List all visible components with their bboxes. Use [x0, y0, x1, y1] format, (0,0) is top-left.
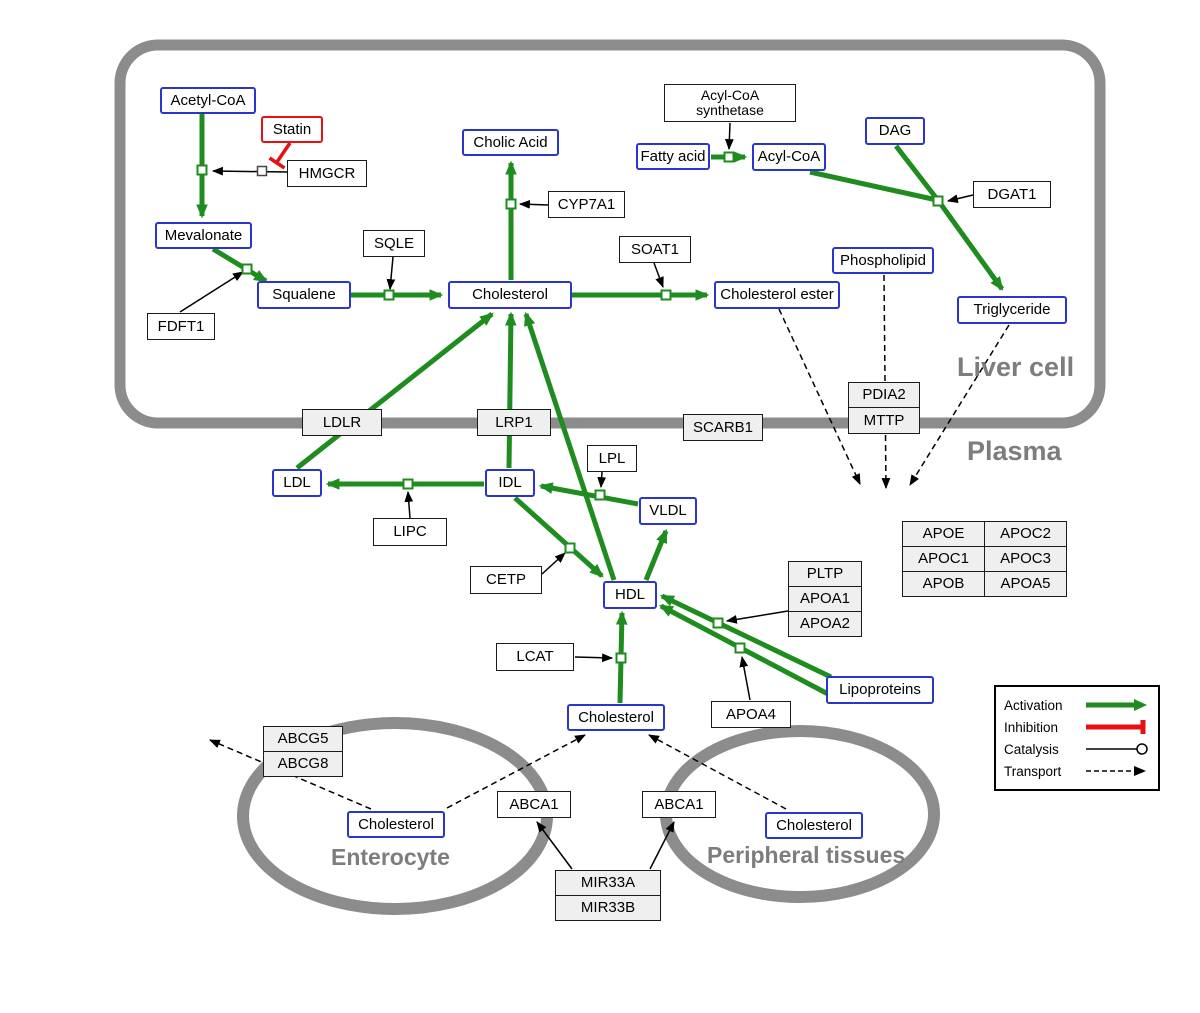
node-idl[interactable]: IDL — [485, 469, 535, 497]
activation-arrow-icon — [1086, 699, 1147, 711]
node-pltp[interactable]: PLTP — [788, 561, 862, 587]
legend-row-inhibition: Inhibition — [1004, 719, 1150, 735]
apo-table-cell-apoa5[interactable]: APOA5 — [984, 571, 1067, 597]
node-dag[interactable]: DAG — [865, 117, 925, 145]
node-cholesterol-enterocyte[interactable]: Cholesterol — [347, 811, 445, 838]
legend-inhibition-label: Inhibition — [1004, 719, 1059, 735]
node-pdia2[interactable]: PDIA2 — [848, 382, 920, 408]
liver-cell-label: Liver cell — [957, 352, 1075, 382]
regulation-edges — [536, 821, 675, 870]
node-cholesterol-peripheral[interactable]: Cholesterol — [765, 812, 863, 839]
inhibition-tbar-icon — [1086, 720, 1146, 734]
node-dgat1[interactable]: DGAT1 — [973, 181, 1051, 208]
node-fdft1[interactable]: FDFT1 — [147, 313, 215, 340]
node-fatty-acid[interactable]: Fatty acid — [636, 143, 710, 170]
apo-table-cell-apoc3[interactable]: APOC3 — [984, 546, 1067, 572]
statin-binding-anchor — [256, 165, 268, 177]
catalysis-edges — [179, 122, 974, 701]
acyl-coa-synthetase-label: Acyl-CoA synthetase — [696, 87, 764, 118]
node-phospholipid[interactable]: Phospholipid — [832, 247, 934, 274]
node-lrp1[interactable]: LRP1 — [477, 409, 551, 436]
node-abca1-left[interactable]: ABCA1 — [497, 791, 571, 818]
node-ldl[interactable]: LDL — [272, 469, 322, 497]
legend-catalysis-label: Catalysis — [1004, 741, 1059, 757]
node-acyl-coa-synthetase[interactable]: Acyl-CoA synthetase — [664, 84, 796, 122]
node-mevalonate[interactable]: Mevalonate — [155, 222, 252, 249]
node-apoa4[interactable]: APOA4 — [711, 701, 791, 728]
apo-table-cell-apob[interactable]: APOB — [902, 571, 985, 597]
catalysis-circle-icon — [1086, 743, 1148, 755]
node-mir33a[interactable]: MIR33A — [555, 870, 661, 896]
legend-row-catalysis: Catalysis — [1004, 741, 1150, 757]
anchor-nodes — [196, 151, 944, 664]
node-cholesterol-plasma[interactable]: Cholesterol — [567, 704, 665, 731]
node-abca1-right[interactable]: ABCA1 — [642, 791, 716, 818]
legend-row-activation: Activation — [1004, 697, 1150, 713]
node-squalene[interactable]: Squalene — [257, 281, 351, 309]
node-hdl[interactable]: HDL — [603, 581, 657, 609]
liver-cell-membrane — [114, 39, 1106, 429]
apo-table-cell-apoe[interactable]: APOE — [902, 521, 985, 547]
node-cholic-acid[interactable]: Cholic Acid — [462, 129, 559, 156]
node-triglyceride[interactable]: Triglyceride — [957, 296, 1067, 324]
peripheral-tissues-label: Peripheral tissues — [707, 842, 906, 868]
activation-edges — [196, 114, 1005, 704]
node-hmgcr[interactable]: HMGCR — [287, 160, 367, 187]
node-lpl[interactable]: LPL — [587, 445, 637, 472]
legend-activation-label: Activation — [1004, 697, 1063, 713]
node-vldl[interactable]: VLDL — [639, 497, 697, 525]
node-mir33b[interactable]: MIR33B — [555, 895, 661, 921]
legend-row-transport: Transport — [1004, 763, 1150, 779]
legend-transport-label: Transport — [1004, 763, 1062, 779]
transport-edges — [208, 274, 1010, 810]
inhibition-edge — [268, 142, 292, 170]
node-ldlr[interactable]: LDLR — [302, 409, 382, 436]
node-cholesterol-ester[interactable]: Cholesterol ester — [714, 281, 840, 309]
node-cholesterol-liver[interactable]: Cholesterol — [448, 281, 572, 309]
apo-table-cell-apoc1[interactable]: APOC1 — [902, 546, 985, 572]
node-soat1[interactable]: SOAT1 — [619, 236, 691, 263]
node-statin[interactable]: Statin — [261, 116, 323, 143]
node-acyl-coa[interactable]: Acyl-CoA — [752, 143, 826, 171]
transport-arrow-icon — [1086, 766, 1146, 776]
node-acetyl-coa[interactable]: Acetyl-CoA — [160, 87, 256, 114]
enterocyte-label: Enterocyte — [331, 844, 450, 870]
node-abcg8[interactable]: ABCG8 — [263, 751, 343, 777]
node-scarb1[interactable]: SCARB1 — [683, 414, 763, 441]
node-lipoproteins[interactable]: Lipoproteins — [826, 676, 934, 704]
node-cetp[interactable]: CETP — [470, 566, 542, 594]
node-cyp7a1[interactable]: CYP7A1 — [548, 191, 625, 218]
node-apoa1[interactable]: APOA1 — [788, 586, 862, 612]
apo-table-cell-apoc2[interactable]: APOC2 — [984, 521, 1067, 547]
node-abcg5[interactable]: ABCG5 — [263, 726, 343, 752]
node-lipc[interactable]: LIPC — [373, 518, 447, 546]
node-lcat[interactable]: LCAT — [496, 643, 574, 671]
node-mttp[interactable]: MTTP — [848, 407, 920, 434]
node-apoa2[interactable]: APOA2 — [788, 611, 862, 637]
node-sqle[interactable]: SQLE — [363, 230, 425, 257]
legend: Activation Inhibition Catalysis Transpor… — [994, 685, 1160, 791]
plasma-label: Plasma — [967, 436, 1062, 466]
